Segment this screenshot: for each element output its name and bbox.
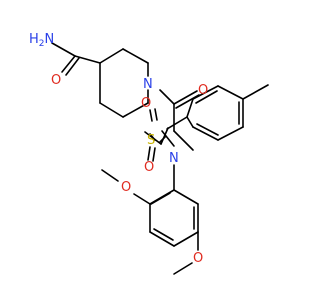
atom-labels: H2N O N O N S O O O O <box>29 32 208 266</box>
chemical-structure: H2N O N O N S O O O O <box>29 32 269 275</box>
bonds <box>51 42 269 275</box>
ketone-oxygen-label: O <box>198 83 208 98</box>
sulfonyl-oxygen-1-label: O <box>141 96 151 111</box>
sulfur-label: S <box>147 133 155 148</box>
methoxy-oxygen-1-label: O <box>121 180 131 195</box>
amide-oxygen-label: O <box>51 73 61 88</box>
amide-nh2-label: H2N <box>29 32 54 49</box>
methoxy-oxygen-2-label: O <box>193 251 203 266</box>
piperidine-nitrogen-label: N <box>143 77 153 92</box>
sulfonamide-nitrogen-label: N <box>169 151 179 166</box>
sulfonyl-oxygen-2-label: O <box>144 160 154 175</box>
